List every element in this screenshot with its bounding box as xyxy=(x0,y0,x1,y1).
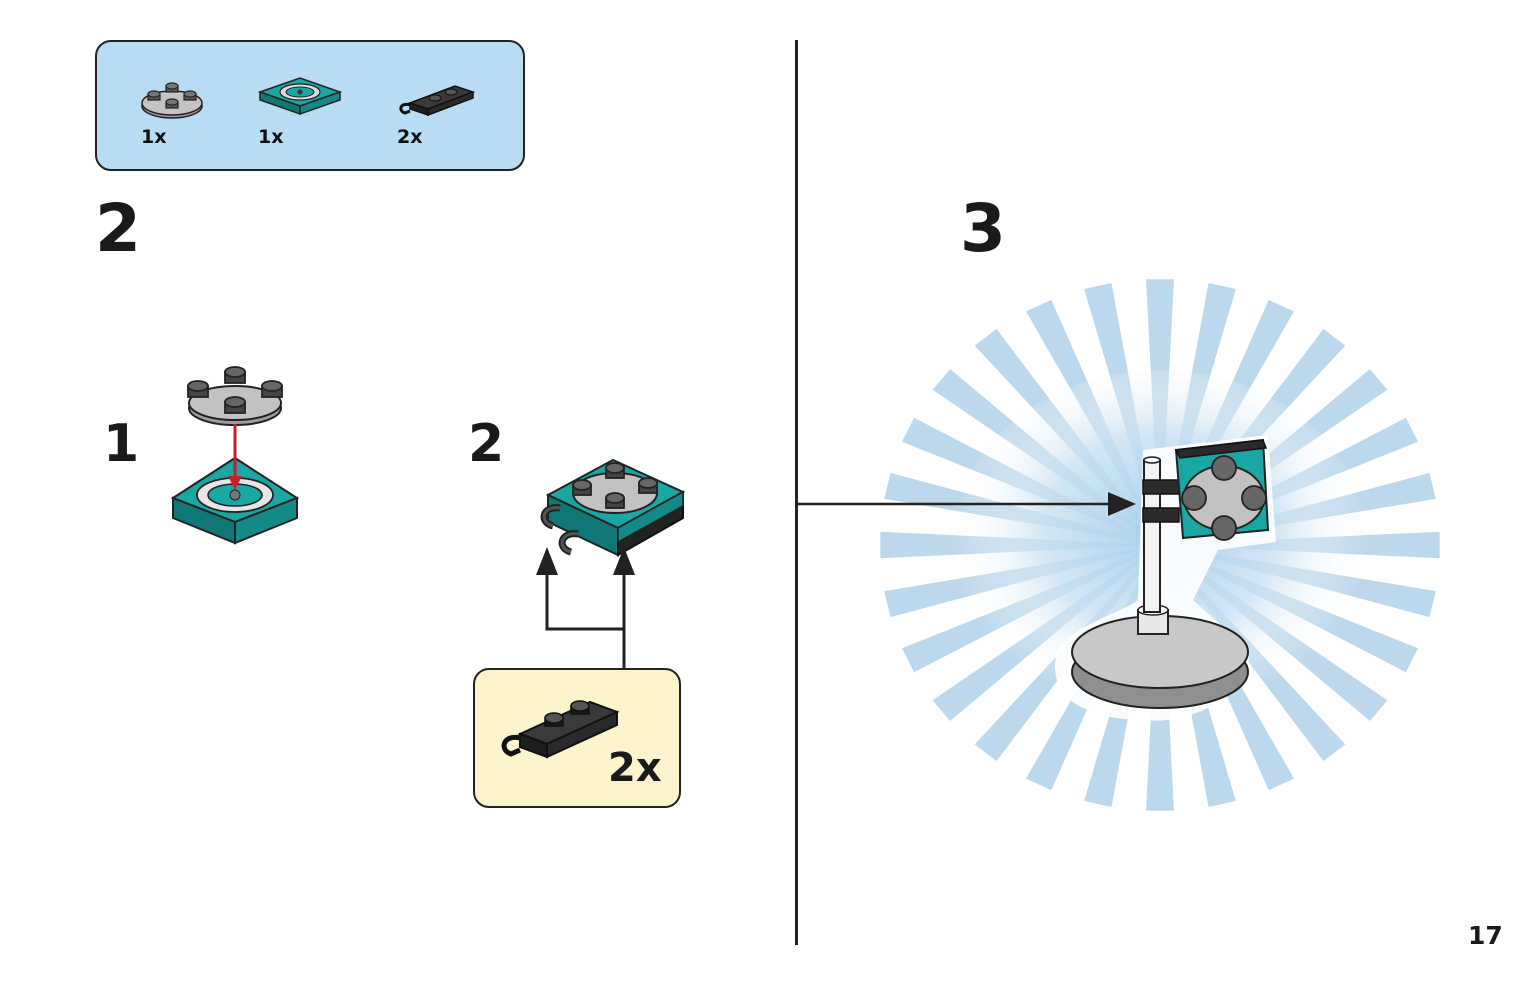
substep-1-illustration xyxy=(170,366,300,545)
assembly-arrows xyxy=(536,547,635,669)
step-divider xyxy=(795,40,798,945)
round-plate-icon xyxy=(141,82,203,119)
callout-qty: 2x xyxy=(608,745,662,791)
sub-step-number-1: 1 xyxy=(103,414,140,474)
parts-qty-2: 1x xyxy=(258,126,284,148)
parts-qty-1: 1x xyxy=(141,126,167,148)
clip-plate-icon xyxy=(399,85,476,117)
page-number: 17 xyxy=(1468,921,1503,950)
turntable-plate-icon xyxy=(257,77,343,116)
parts-qty-3: 2x xyxy=(397,126,423,148)
sub-step-number-2: 2 xyxy=(468,414,505,474)
completed-model-illustration xyxy=(798,279,1440,811)
step-number-left: 2 xyxy=(95,190,141,267)
substep-2-illustration xyxy=(540,458,686,557)
clip-plate-icon xyxy=(501,700,620,759)
step-number-right: 3 xyxy=(960,190,1006,267)
